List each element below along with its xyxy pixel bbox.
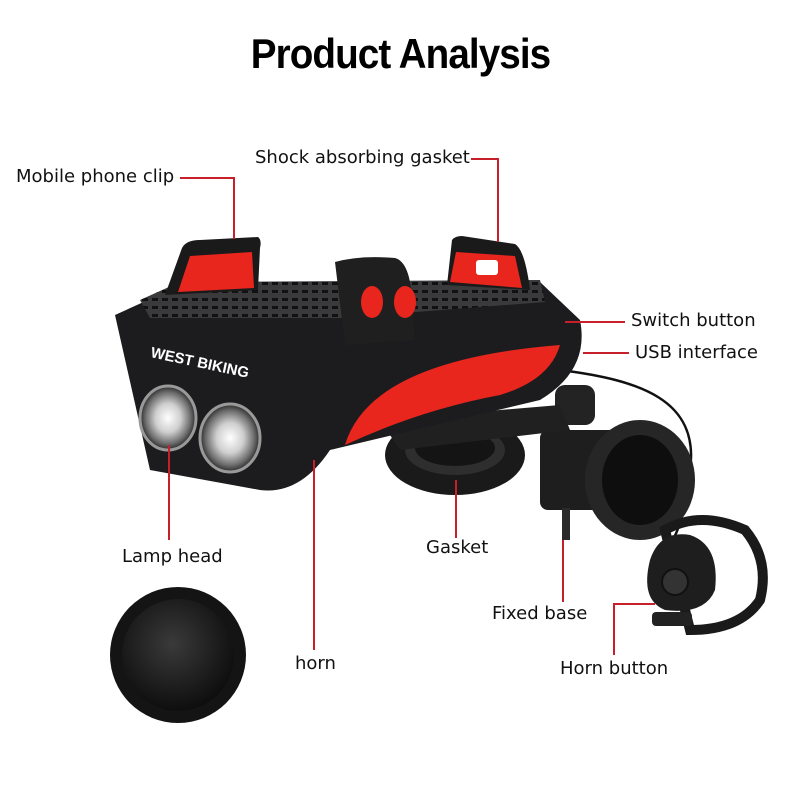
leader-line bbox=[313, 460, 315, 650]
lamp-lens-right bbox=[198, 402, 262, 474]
fixed-base bbox=[540, 385, 695, 540]
leader-line bbox=[180, 177, 234, 179]
label-gasket: Gasket bbox=[426, 537, 489, 558]
label-lamp-head: Lamp head bbox=[122, 546, 223, 567]
leader-line bbox=[562, 540, 564, 602]
mobile-phone-clip-left bbox=[165, 237, 261, 295]
label-switch-button: Switch button bbox=[631, 310, 756, 331]
horn-button-remote bbox=[647, 515, 768, 636]
leader-line bbox=[455, 480, 457, 538]
label-shock-absorbing-gasket: Shock absorbing gasket bbox=[255, 147, 470, 168]
label-mobile-phone-clip: Mobile phone clip bbox=[16, 166, 175, 187]
label-usb-interface: USB interface bbox=[635, 342, 758, 363]
leader-line bbox=[565, 321, 625, 323]
page-title: Product Analysis bbox=[250, 30, 551, 77]
leader-line bbox=[583, 352, 629, 354]
leader-line bbox=[233, 177, 235, 239]
horn-speaker bbox=[110, 587, 246, 723]
leader-line bbox=[471, 158, 499, 160]
mobile-phone-clip-right bbox=[447, 236, 530, 290]
label-horn: horn bbox=[295, 653, 336, 674]
lamp-lens-left bbox=[138, 384, 198, 452]
label-fixed-base: Fixed base bbox=[492, 603, 588, 624]
leader-line bbox=[168, 445, 170, 540]
label-horn-button: Horn button bbox=[560, 658, 669, 679]
leader-line bbox=[613, 603, 655, 605]
leader-line bbox=[497, 158, 499, 242]
leader-line bbox=[613, 603, 615, 655]
